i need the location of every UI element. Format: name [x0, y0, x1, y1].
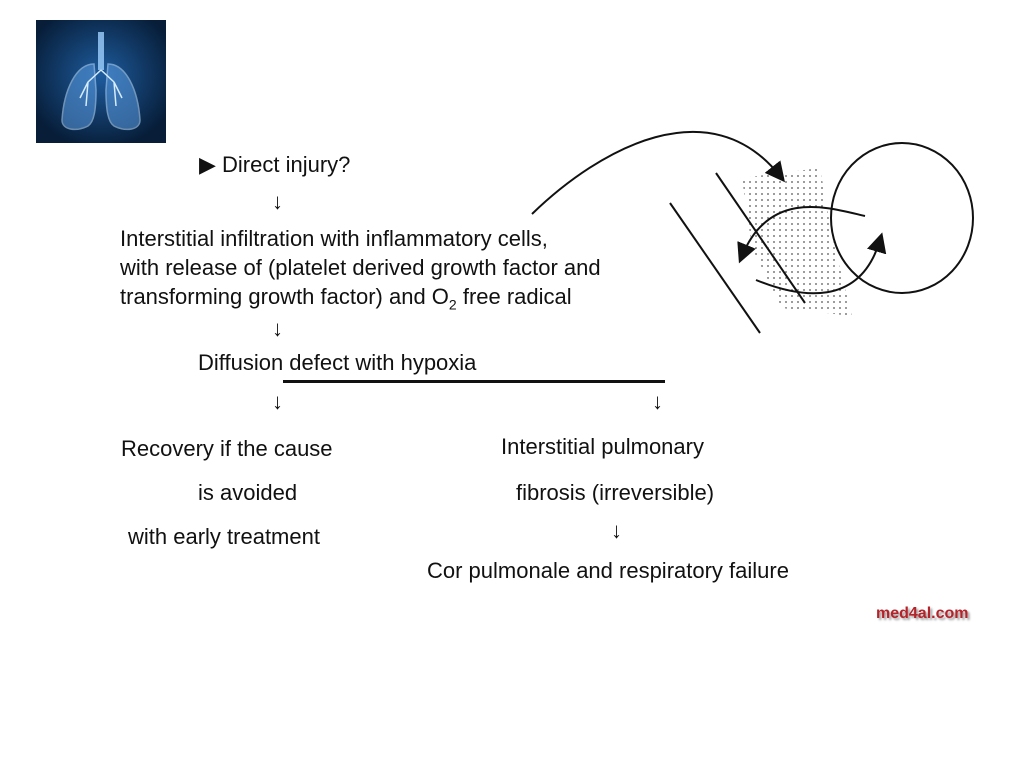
- curved-arrow-right: [755, 232, 887, 295]
- step-diffusion-defect: Diffusion defect with hypoxia: [198, 350, 477, 375]
- curved-arrow-left: [737, 205, 866, 264]
- watermark: med4al.com: [876, 605, 969, 622]
- left-branch-line2: is avoided: [198, 480, 298, 505]
- line3-post: free radical: [456, 284, 572, 309]
- step-direct-injury: ▶ Direct injury?: [199, 152, 351, 177]
- step-infiltration-line3: transforming growth factor) and O2 free …: [120, 282, 572, 319]
- branch-line: [283, 380, 665, 383]
- left-branch-line1: Recovery if the cause: [121, 436, 333, 461]
- down-arrow-right: ↓: [652, 389, 663, 414]
- step-infiltration-line1: Interstitial infiltration with inflammat…: [120, 226, 548, 251]
- down-arrow-final: ↓: [611, 518, 622, 543]
- down-arrow-left: ↓: [272, 389, 283, 414]
- capillary-wall-right: [715, 172, 806, 304]
- down-arrow-1: ↓: [272, 189, 283, 214]
- step-infiltration-line2: with release of (platelet derived growth…: [120, 255, 601, 280]
- o2-subscript: 2: [448, 296, 457, 313]
- right-branch-line1: Interstitial pulmonary: [501, 434, 704, 459]
- left-branch-line3: with early treatment: [128, 524, 320, 549]
- lungs-icon: [36, 20, 166, 143]
- lungs-logo: [36, 20, 166, 143]
- capillary-wall-left: [669, 202, 761, 334]
- line3-pre: transforming growth factor) and O: [120, 284, 449, 309]
- alveolus-diagram: [531, 130, 974, 334]
- interstitial-dotted-area: [742, 168, 852, 316]
- right-branch-line2: fibrosis (irreversible): [516, 480, 715, 505]
- down-arrow-2: ↓: [272, 316, 283, 341]
- curved-arrow-top: [531, 130, 785, 215]
- alveolus-circle: [830, 142, 974, 294]
- final-outcome: Cor pulmonale and respiratory failure: [427, 558, 789, 583]
